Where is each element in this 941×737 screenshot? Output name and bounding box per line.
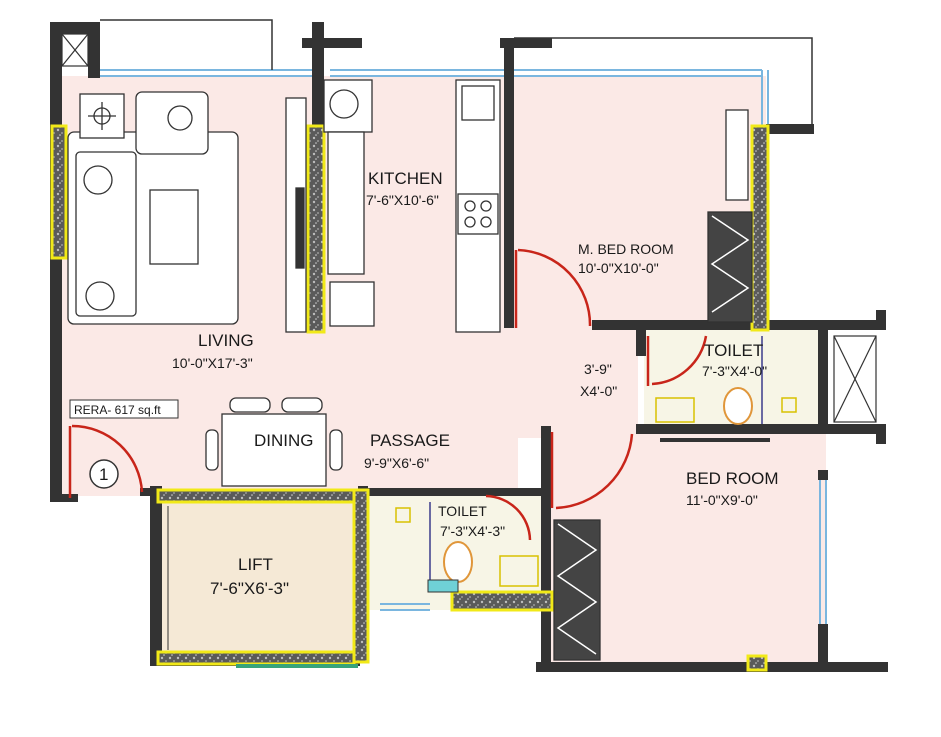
toilet-2-step bbox=[427, 579, 459, 593]
lobby-floor bbox=[518, 326, 638, 438]
dining-table bbox=[205, 397, 343, 487]
rera-box bbox=[69, 399, 179, 419]
balcony-outlines bbox=[100, 19, 813, 130]
toilet-1-wc bbox=[723, 387, 753, 425]
toilet-2-dims: 7'-3"X4'-3" bbox=[440, 523, 505, 539]
lift-dims: 7'-6"X6'-3" bbox=[210, 579, 289, 598]
living-label: LIVING bbox=[198, 331, 254, 350]
lobby-dims-1: 3'-9" bbox=[584, 361, 612, 377]
bedroom-dims: 11'-0"X9'-0" bbox=[686, 492, 758, 508]
rera-label: RERA- 617 sq.ft bbox=[74, 403, 161, 417]
living-dims: 10'-0"X17'-3" bbox=[172, 355, 253, 371]
passage-dims: 9'-9"X6'-6" bbox=[364, 455, 429, 471]
kitchen-label: KITCHEN bbox=[368, 169, 443, 188]
toilet-2-wc bbox=[443, 541, 473, 583]
toilet-1-dims: 7'-3"X4'-0" bbox=[702, 363, 767, 379]
toilet-1-label: TOILET bbox=[704, 341, 763, 360]
side-table-lamp bbox=[79, 93, 125, 139]
door-swings bbox=[68, 248, 708, 541]
unit-number: 1 bbox=[99, 465, 108, 484]
lift-floor bbox=[162, 498, 358, 658]
sofa-set bbox=[67, 91, 239, 325]
bedroom-label: BED ROOM bbox=[686, 469, 779, 488]
duct-cross bbox=[833, 335, 877, 423]
bedroom-wardrobe bbox=[553, 519, 601, 661]
tv-unit bbox=[285, 97, 307, 333]
passage-label: PASSAGE bbox=[370, 431, 450, 450]
toilet-1-fixtures bbox=[655, 397, 797, 423]
structural-columns bbox=[50, 124, 770, 672]
lobby-dims-2: X4'-0" bbox=[580, 383, 617, 399]
unit-number-circle bbox=[89, 459, 119, 489]
toilet-2-label: TOILET bbox=[438, 503, 487, 519]
kitchen-dims: 7'-6"X10'-6" bbox=[366, 192, 439, 208]
toilet-2-fixtures bbox=[395, 507, 539, 587]
kitchen-counter bbox=[323, 79, 501, 333]
dining-label: DINING bbox=[254, 431, 314, 450]
lift-label: LIFT bbox=[238, 555, 273, 574]
master-bedroom-dims: 10'-0"X10'-0" bbox=[578, 260, 659, 276]
balcony-cross bbox=[61, 33, 89, 67]
master-wardrobe bbox=[707, 109, 753, 323]
master-bedroom-label: M. BED ROOM bbox=[578, 241, 674, 257]
